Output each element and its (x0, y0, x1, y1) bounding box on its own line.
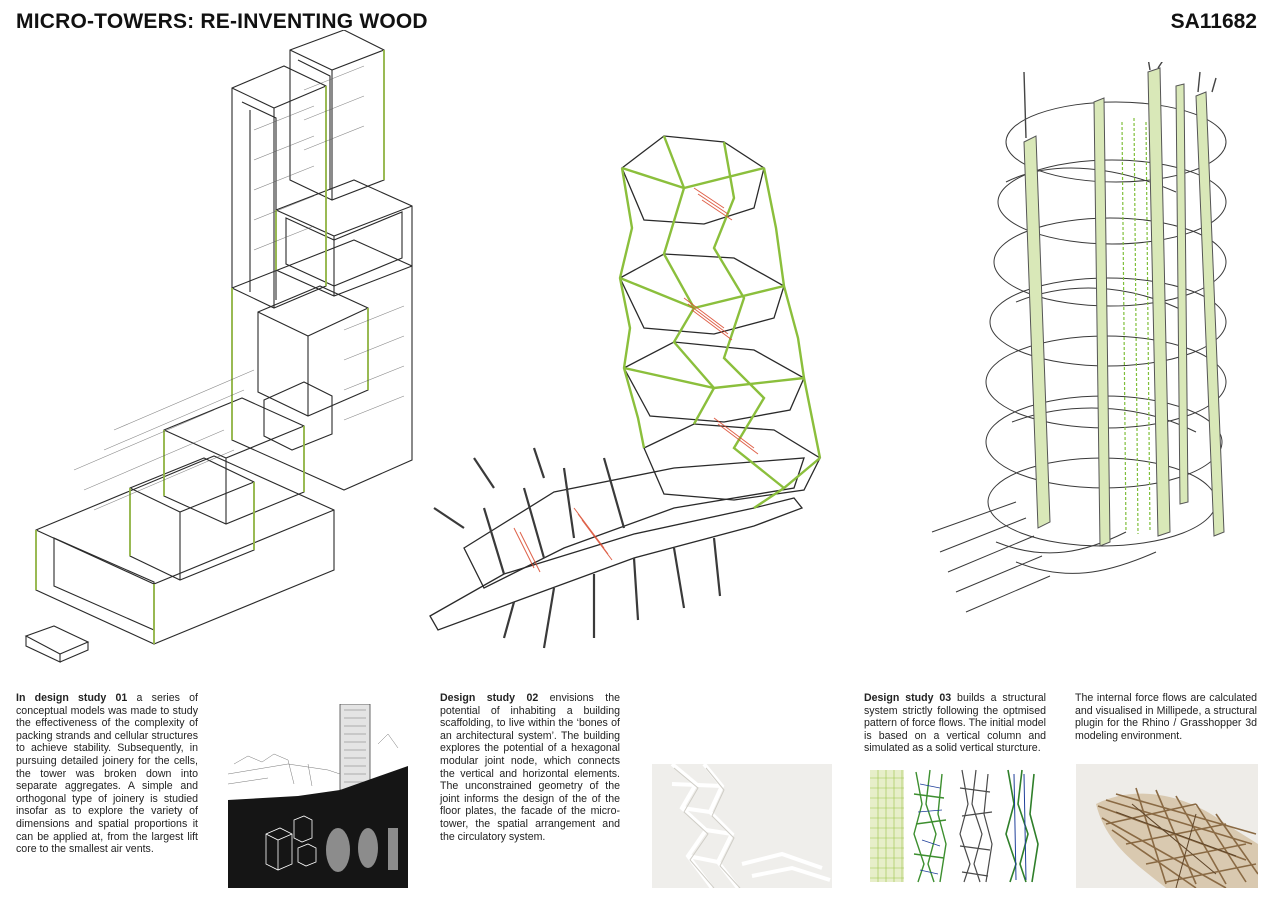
design-study-02-model-photo (652, 764, 832, 888)
design-study-03-lead: Design study 03 (864, 692, 952, 704)
design-study-03-text: Design study 03 builds a structural syst… (864, 692, 1046, 755)
design-study-03-drawing (931, 62, 1227, 613)
design-study-03-body: builds a structural system strictly foll… (864, 692, 1046, 755)
design-study-01-text: In design study 01 a series of conceptua… (16, 692, 198, 856)
design-study-01-lead: In design study 01 (16, 692, 128, 704)
design-study-02-text: Design study 02 envisions the potential … (440, 692, 620, 843)
design-study-02-drawing (429, 135, 822, 649)
design-study-01-section-image (228, 704, 408, 888)
design-study-01-body: a series of conceptual models was made t… (16, 692, 198, 856)
submission-code: SA11682 (1170, 10, 1257, 33)
design-study-01-drawing (24, 30, 413, 663)
design-study-02-body: envisions the potential of inhabiting a … (440, 692, 620, 843)
page-title: MICRO-TOWERS: RE-INVENTING WOOD (16, 10, 428, 33)
wooden-model-photo (1076, 764, 1258, 888)
design-study-02-lead: Design study 02 (440, 692, 539, 704)
millipede-note-text: The internal force flows are calculated … (1075, 692, 1257, 742)
design-study-03-simulation-image (864, 764, 1046, 888)
